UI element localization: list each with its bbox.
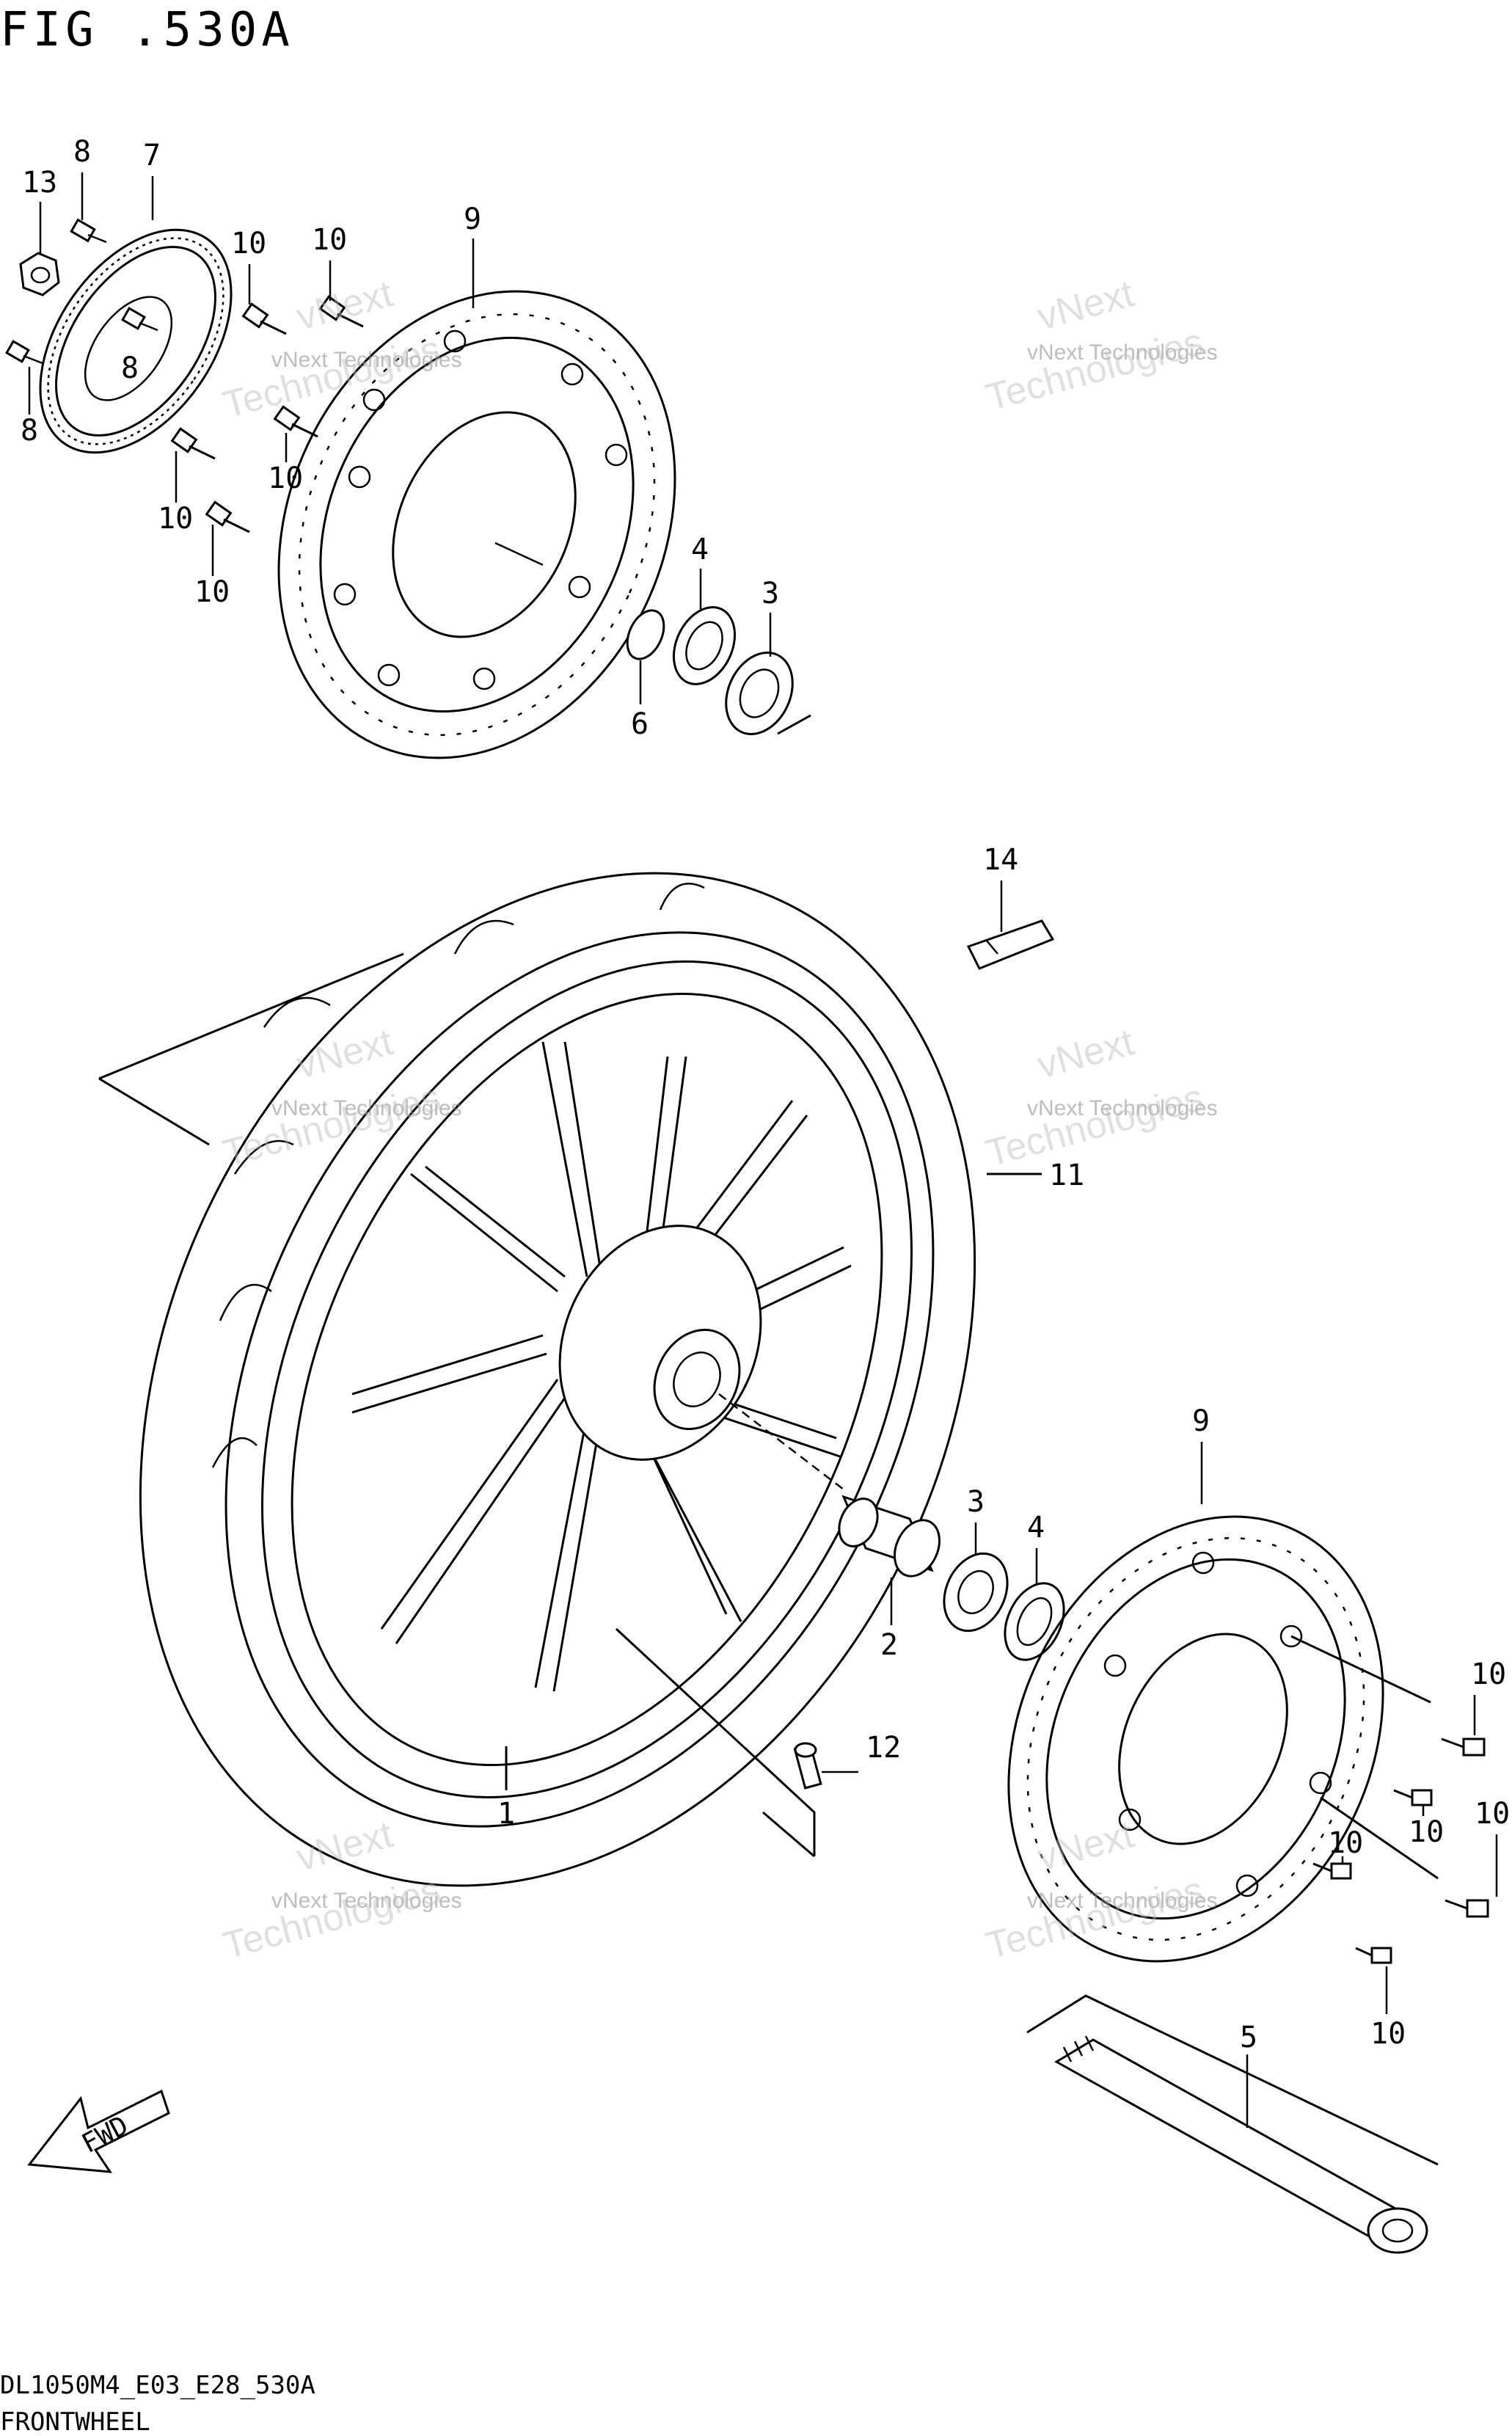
- oil-seal-4-upper: [672, 606, 737, 685]
- svg-text:vNext: vNext: [1033, 1021, 1139, 1087]
- callout-5: 5: [1240, 2021, 1257, 2054]
- axle: [1026, 1994, 1439, 2254]
- bearing-3-lower: [943, 1552, 1009, 1633]
- callout-10: 10: [231, 227, 266, 260]
- svg-text:vNext: vNext: [1033, 1813, 1139, 1880]
- callout-10: 10: [1328, 1826, 1363, 1860]
- svg-text:vNext Technologies: vNext Technologies: [271, 348, 462, 372]
- tire-valve: [793, 1742, 822, 1790]
- svg-text:vNext Technologies: vNext Technologies: [271, 1096, 462, 1120]
- balance-weight: [966, 919, 1055, 970]
- svg-text:Technologies: Technologies: [982, 1869, 1208, 1968]
- figure-code: DL1050M4_E03_E28_530A: [0, 2371, 315, 2400]
- callout-9: 9: [1192, 1404, 1210, 1438]
- callout-4: 4: [691, 533, 709, 566]
- callout-4: 4: [1027, 1511, 1045, 1545]
- callout-13: 13: [22, 166, 57, 200]
- svg-text:vNext Technologies: vNext Technologies: [1027, 340, 1218, 365]
- svg-text:vNext: vNext: [292, 1021, 398, 1087]
- svg-text:Technologies: Technologies: [219, 328, 445, 427]
- callout-3: 3: [967, 1485, 985, 1519]
- callout-11: 11: [1049, 1159, 1084, 1192]
- callout-10: 10: [312, 223, 347, 257]
- svg-text:Technologies: Technologies: [219, 1869, 445, 1968]
- callout-6: 6: [631, 707, 649, 741]
- callout-8: 8: [21, 414, 38, 448]
- callout-9: 9: [464, 203, 481, 236]
- svg-text:vNext Technologies: vNext Technologies: [1027, 1889, 1218, 1913]
- callout-3: 3: [762, 577, 779, 610]
- callout-12: 12: [866, 1731, 901, 1765]
- callout-1: 1: [497, 1797, 515, 1831]
- svg-text:Technologies: Technologies: [982, 1076, 1208, 1175]
- bearing-3-upper: [725, 652, 794, 735]
- callout-2: 2: [880, 1628, 898, 1662]
- callout-10: 10: [1471, 1658, 1506, 1691]
- svg-text:vNext: vNext: [292, 1813, 398, 1880]
- callout-8: 8: [121, 351, 139, 385]
- fwd-arrow-icon: FWD: [27, 2089, 170, 2173]
- callout-7: 7: [143, 139, 161, 172]
- axle-spacer-2: [838, 1495, 941, 1578]
- wheel-hub: [558, 1225, 762, 1461]
- callout-10: 10: [194, 575, 230, 609]
- callouts: 13 8 7 8 8 10 10 10 10 10 9 4 3 6 14 11 …: [21, 135, 1510, 2054]
- spacer-6: [626, 609, 665, 660]
- figure-name: FRONTWHEEL: [0, 2407, 150, 2436]
- callout-10: 10: [1475, 1797, 1510, 1831]
- figure-title: FIG .530A: [0, 3, 294, 57]
- callout-8: 8: [73, 135, 91, 169]
- svg-text:vNext Technologies: vNext Technologies: [1027, 1096, 1218, 1120]
- brake-disc-upper: [277, 290, 676, 759]
- sensor-ring: [39, 228, 233, 454]
- bolt-group-10-lower: [1312, 1737, 1489, 1964]
- flange-nut: [19, 252, 60, 296]
- svg-text:vNext Technologies: vNext Technologies: [271, 1889, 462, 1913]
- bolt-group-8: [5, 218, 158, 365]
- svg-text:vNext: vNext: [1033, 272, 1139, 339]
- callout-10: 10: [1370, 2017, 1406, 2051]
- callout-10: 10: [1409, 1815, 1444, 1849]
- watermark: vNext Technologies vNext Technologies vN…: [219, 272, 1218, 1968]
- bolt-group-10-upper: [170, 295, 364, 533]
- callout-14: 14: [983, 843, 1018, 877]
- svg-text:Technologies: Technologies: [982, 321, 1208, 420]
- callout-10: 10: [268, 462, 303, 495]
- svg-text:vNext: vNext: [292, 272, 398, 339]
- callout-10: 10: [158, 502, 193, 536]
